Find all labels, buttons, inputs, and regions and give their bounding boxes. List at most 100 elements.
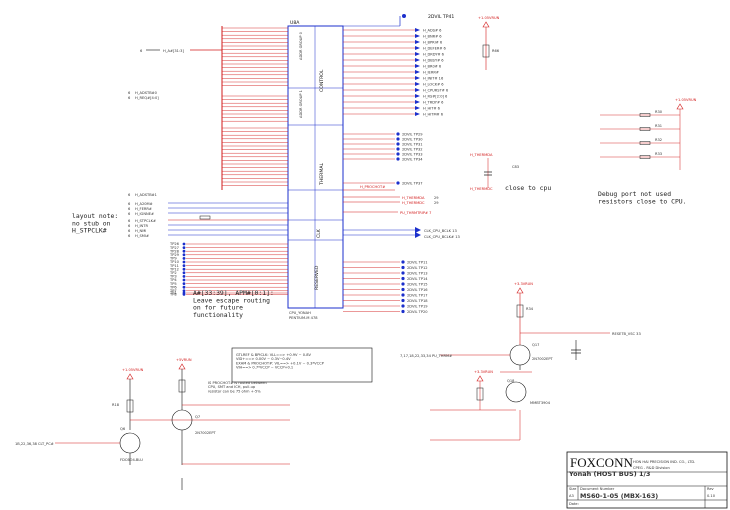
- cpu-group-reserved: RESERVED: [314, 265, 320, 290]
- left-test-point: TP27: [169, 246, 179, 250]
- cpu-group-addr1: ADDR GROUP 1: [299, 90, 303, 118]
- right-signal-label: H_IERR#: [423, 71, 439, 75]
- h-a-bus-label: 6 H_A#[31:3]: [140, 49, 222, 53]
- q6-q7-circuit: +1.05VRUN R18 +5VRUN Q6 FDC6O4-BLU Q7 2N…: [15, 358, 290, 490]
- svg-text:+1.05VRUN: +1.05VRUN: [122, 368, 144, 372]
- size-label: Size: [569, 487, 577, 491]
- svg-text:Q18: Q18: [507, 379, 515, 383]
- svg-text:6: 6: [128, 219, 131, 223]
- svg-text:Q7: Q7: [195, 415, 200, 419]
- cpu-group-addr0: ADDR GROUP 0: [299, 31, 303, 60]
- cpu-part-label: CPU_YONAH: [289, 311, 311, 315]
- right-signal-label: H_ADS# 6: [423, 29, 442, 33]
- svg-text:FDC6O4-BLU: FDC6O4-BLU: [120, 458, 143, 462]
- svg-text:6: 6: [128, 212, 131, 216]
- svg-text:+5VRUN: +5VRUN: [176, 358, 192, 362]
- test-point-label: 2DVIL TP31: [402, 143, 423, 147]
- svg-text:R66: R66: [492, 49, 500, 53]
- cpu-part-number: PENTIUM-M 478: [289, 316, 318, 320]
- left-test-point: TP8: [169, 293, 177, 297]
- svg-text:Q17: Q17: [532, 343, 539, 347]
- left-test-point: TP9: [169, 257, 177, 261]
- left-test-point: TP2: [169, 271, 177, 275]
- left-test-point: TP6: [169, 285, 177, 289]
- test-point-label: 2DVIL TP30: [402, 138, 423, 142]
- svg-text:H_SMI#: H_SMI#: [135, 234, 149, 238]
- svg-text:H_NMI: H_NMI: [135, 229, 146, 233]
- left-test-point: TP10: [169, 260, 180, 264]
- right-signal-label: H_TRDY# 6: [423, 101, 444, 105]
- svg-text:6: 6: [128, 224, 131, 228]
- svg-text:H_ADSTB#1: H_ADSTB#1: [135, 193, 157, 197]
- reserved-test-point: 2DVIL TP17: [407, 294, 428, 298]
- rev-label: Rev: [707, 487, 715, 491]
- svg-text:RESETB_VSC 33: RESETB_VSC 33: [612, 332, 641, 336]
- title-block: FOXCONN HON HAI PRECISION IND. CO., LTD.…: [566, 451, 728, 509]
- test-point-label: 2DVIL TP37: [402, 182, 423, 186]
- debug-resistor-label: R30: [655, 110, 663, 114]
- right-signal-label: H_LOCK# 6: [423, 83, 444, 87]
- cpu-group-control: CONTROL: [319, 69, 325, 92]
- right-signal-label: H_DEFER# 6: [423, 47, 447, 51]
- svg-text:H_INTR: H_INTR: [135, 224, 148, 228]
- left-test-point: TP4: [169, 278, 177, 282]
- power-rail-top: +1.05VRUN R66: [478, 16, 500, 70]
- division: CPEG - R&D Division: [633, 466, 670, 470]
- svg-text:H_FERR#: H_FERR#: [135, 207, 152, 211]
- date-label: Date:: [569, 502, 579, 506]
- right-signal-label: H_BR0# 6: [423, 65, 442, 69]
- svg-text:6: 6: [128, 193, 131, 197]
- svg-text:7,17,18,22,33,34 PU_THRM#: 7,17,18,22,33,34 PU_THRM#: [400, 354, 452, 358]
- left-test-point: TP26: [169, 242, 180, 246]
- reserved-test-point: 2DVIL TP15: [407, 283, 428, 287]
- svg-text:H_PROCHOT#: H_PROCHOT#: [360, 185, 385, 189]
- test-point-label: 2DVIL TP34: [402, 158, 423, 162]
- right-signal-label: H_BNR# 6: [423, 35, 442, 39]
- svg-text:R18: R18: [112, 403, 120, 407]
- reserved-test-point: 2DVIL TP12: [407, 266, 428, 270]
- debug-resistor-label: R33: [655, 152, 662, 156]
- svg-text:MMBT3904: MMBT3904: [530, 401, 551, 405]
- doc-number: MS60-1-05 (MBX-163): [580, 492, 658, 500]
- right-signal-label: H_INIT# 16: [423, 77, 444, 81]
- right-control-signals: H_ADS# 6H_BNR# 6H_BPRI# 6H_DEFER# 6H_DRD…: [343, 28, 449, 117]
- svg-text:1B,22,36,38 CLT_PC#: 1B,22,36,38 CLT_PC#: [15, 442, 54, 446]
- svg-text:PU_THRMTRIP# 7: PU_THRMTRIP# 7: [400, 211, 431, 215]
- right-signal-label: H_HITM# 6: [423, 113, 444, 117]
- company-sub: HON HAI PRECISION IND. CO., LTD.: [633, 460, 695, 464]
- top-tp-label: 2DVIL TP41: [428, 14, 454, 20]
- svg-text:6: 6: [128, 234, 131, 238]
- thermal-cap: H_THERMDA H_THERMDC C83 close to cpu: [470, 153, 551, 192]
- svg-text:+3.3VRUN: +3.3VRUN: [474, 370, 493, 374]
- svg-text:H_IGNNE#: H_IGNNE#: [135, 212, 154, 216]
- size-value: A3: [569, 494, 574, 498]
- right-signal-label: H_DBSY# 6: [423, 59, 444, 63]
- svg-text:H_THERMDA: H_THERMDA: [470, 153, 493, 157]
- right-signal-label: H_RS#[2:0] 6: [423, 95, 448, 99]
- svg-text:2N7002EPT: 2N7002EPT: [195, 431, 217, 435]
- left-test-point: TP11: [169, 264, 179, 268]
- cpu-left-pins: [221, 26, 288, 190]
- svg-text:6: 6: [128, 202, 131, 206]
- left-test-point: TP5: [169, 282, 177, 286]
- q17-circuit: +3.3VRUN R34 RESETB_VSC 33 Q17 2N7002EPT…: [400, 282, 641, 370]
- cpu-symbol: U8A ADDR GROUP 0 ADDR GROUP 1 CONTROL TH…: [287, 20, 344, 320]
- thermal-section: H_THERMDA H_THERMDC 29 29 PU_THRMTRIP# 7…: [343, 185, 439, 215]
- reserved-test-point: 2DVIL TP14: [407, 277, 428, 281]
- rev-value: 0.10: [707, 494, 716, 498]
- svg-text:+3.3VRUN: +3.3VRUN: [514, 282, 533, 286]
- cpu-group-clk: CLK: [316, 228, 322, 238]
- left-test-point: TP29: [169, 253, 180, 257]
- clock-section: CLK_CPU_BCLK 13 CLK_CPU_BCLK# 13: [343, 227, 460, 239]
- svg-text:6: 6: [128, 229, 131, 233]
- power-rail-debug: +1.05VRUN: [675, 98, 697, 170]
- left-test-point: TP3: [169, 275, 177, 279]
- svg-text:6: 6: [128, 207, 131, 211]
